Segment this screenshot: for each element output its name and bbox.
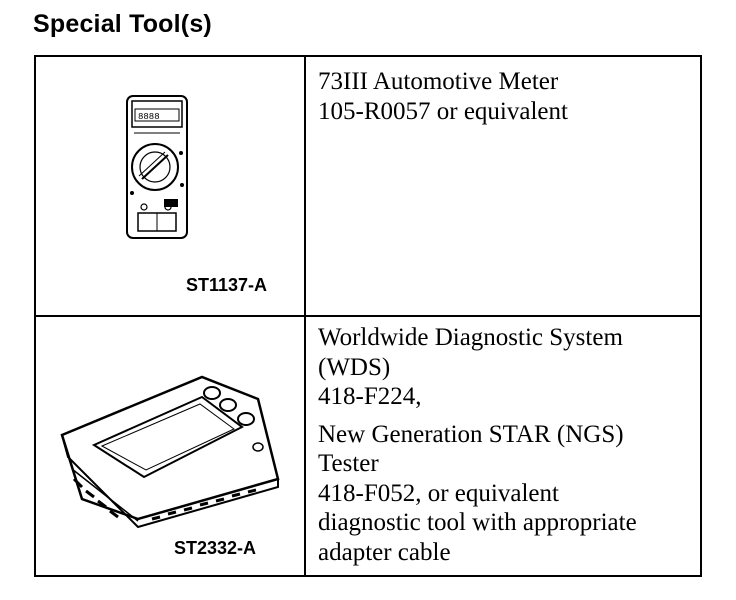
multimeter-icon: 8888 [126,95,188,239]
tool-description-line: 73III Automotive Meter [318,68,559,95]
tool-description-2: Worldwide Diagnostic System (WDS) 418-F2… [318,323,698,567]
page-title: Special Tool(s) [33,10,212,38]
tool-description-line: Tester [318,450,379,477]
tool-code-1: ST1137-A [186,275,268,295]
tool-description-line: 418-F224, [318,383,422,410]
tool-description-line: diagnostic tool with appropriate [318,509,637,536]
row-divider [36,315,700,317]
tool-description-line: 418-F052, or equivalent [318,479,559,507]
tool-description-line: 105-R0057 or equivalent [318,97,568,125]
tool-description-line: New Generation STAR (NGS) [318,420,624,448]
tool-description-line: Worldwide Diagnostic System [318,324,623,351]
tool-description-1: 73III Automotive Meter 105-R0057 or equi… [318,67,698,126]
diagnostic-tablet-icon [60,375,280,529]
svg-text:8888: 8888 [138,112,160,122]
special-tools-table: 8888 ST1137-A 73III Automotive Meter 105… [34,55,702,577]
tool-description-line: adapter cable [318,538,451,566]
tool-code-2: ST2332-A [174,538,257,558]
tool-description-line: (WDS) [318,353,391,381]
